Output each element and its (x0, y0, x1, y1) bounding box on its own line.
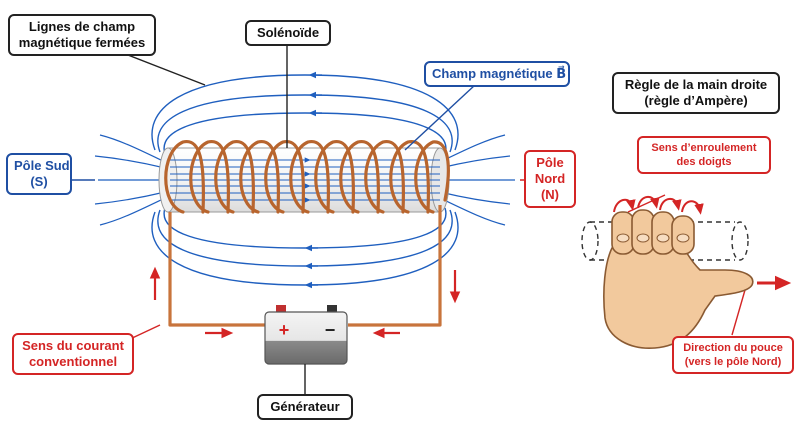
right-hand-rule-line-2: (règle d’Ampère) (644, 93, 748, 108)
hand-illustration (581, 196, 792, 349)
north-pole-line-2: Nord (534, 171, 566, 186)
closed-field-lines-line-2: magnétique fermées (18, 35, 146, 50)
generator-label: Générateur (257, 394, 353, 420)
conventional-current-line-2: conventionnel (28, 354, 118, 369)
field-line-arrows (304, 71, 322, 289)
south-pole-line-2: (S) (30, 174, 48, 189)
circuit-wire (168, 205, 442, 327)
battery-plus: + (279, 320, 290, 340)
conventional-current-line-1: Sens du courant (22, 338, 124, 353)
hand-palm (603, 239, 754, 349)
fingers (611, 209, 695, 255)
curl-arrows (613, 196, 704, 215)
current-arrows (149, 266, 461, 339)
magnetic-field-text: Champ magnétique B⃗ (432, 66, 567, 81)
finger-winding-line-2: des doigts (676, 156, 732, 168)
coil-turns (164, 139, 450, 214)
conventional-current-label: Sens du courant conventionnel (12, 333, 134, 375)
fingernails (616, 233, 690, 243)
thumb-direction-label: Direction du pouce (vers le pôle Nord) (672, 336, 794, 374)
right-hand-rule-label: Règle de la main droite (règle d’Ampère) (612, 72, 780, 114)
battery-minus: − (325, 320, 336, 340)
solenoid-text: Solénoïde (256, 25, 320, 40)
solenoid-label: Solénoïde (245, 20, 331, 46)
thumb-direction-line-2: (vers le pôle Nord) (684, 356, 782, 368)
battery: + − (264, 305, 348, 365)
north-pole-label: Pôle Nord (N) (524, 150, 576, 208)
magnetic-field-label: Champ magnétique B⃗ (424, 61, 570, 87)
finger-winding-line-1: Sens d’enroulement (651, 142, 757, 154)
closed-field-lines-label: Lignes de champ magnétique fermées (8, 14, 156, 56)
finger-winding-label: Sens d’enroulement des doigts (637, 136, 771, 174)
thumb-direction-line-1: Direction du pouce (683, 342, 783, 354)
north-pole-line-3: (N) (540, 187, 560, 202)
south-pole-line-1: Pôle Sud (14, 158, 70, 173)
north-pole-line-1: Pôle (536, 155, 564, 170)
right-hand-rule-line-1: Règle de la main droite (624, 77, 768, 92)
south-pole-label: Pôle Sud (S) (6, 153, 72, 195)
closed-field-lines-line-1: Lignes de champ (28, 19, 136, 34)
generator-text: Générateur (270, 399, 340, 414)
